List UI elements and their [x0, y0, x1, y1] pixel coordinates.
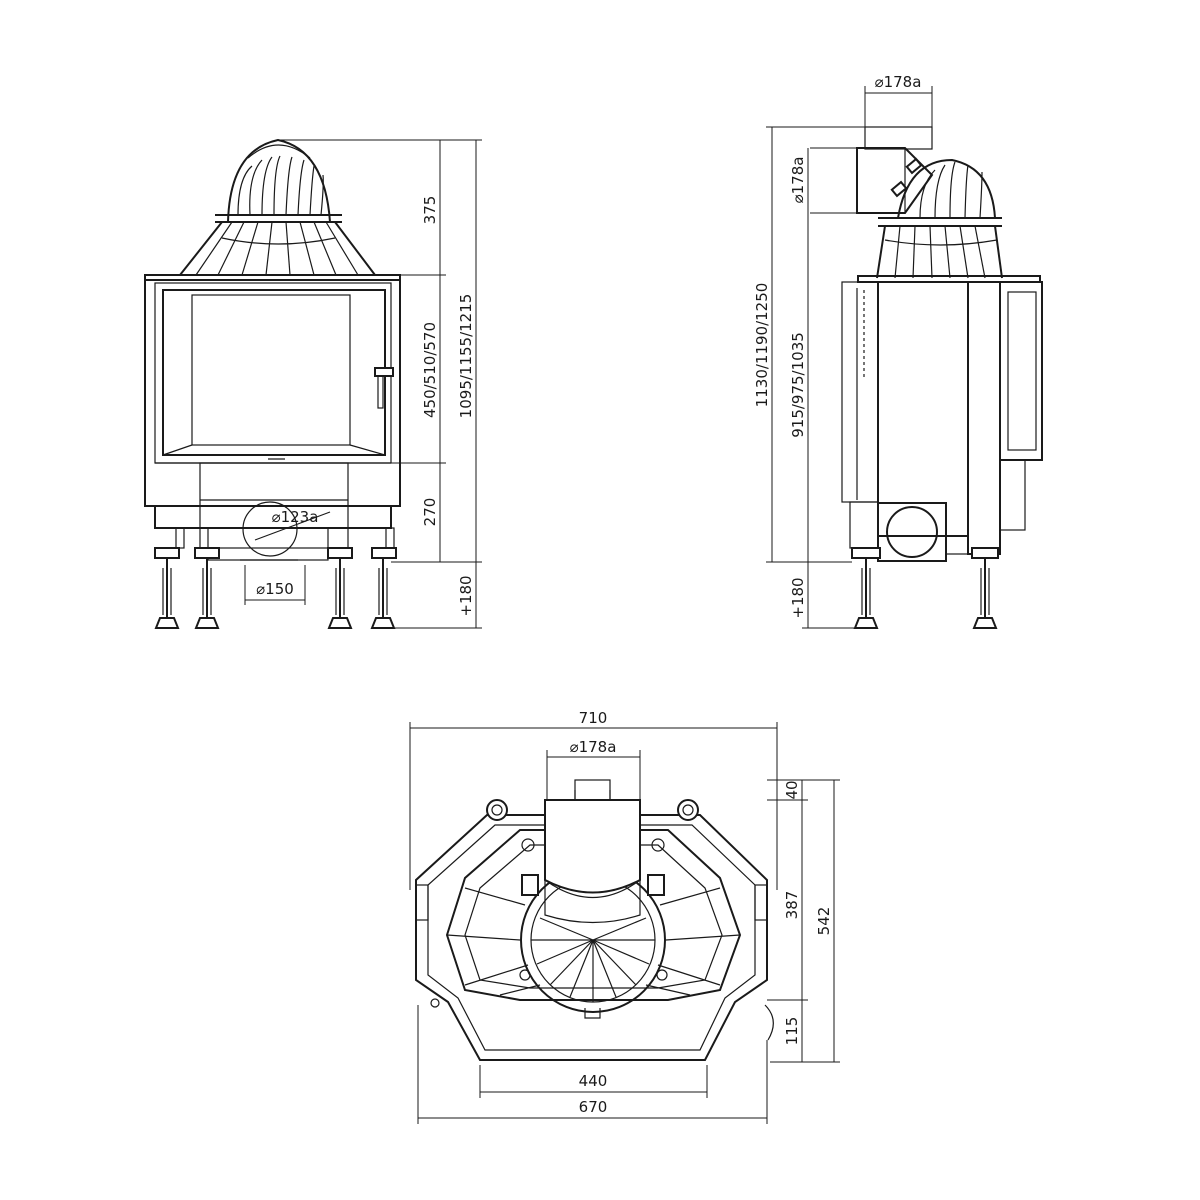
top-flue-duct	[521, 779, 665, 924]
front-dim-outlet: ⌀150	[256, 580, 294, 598]
top-dim-width-top: 710	[579, 709, 608, 727]
front-legs	[154, 527, 397, 629]
front-body	[144, 274, 401, 629]
front-bottom-flue	[242, 501, 298, 557]
top-dim-offset-top: 40	[783, 780, 801, 799]
top-dim-flue: ⌀178a	[570, 738, 617, 756]
top-dim-mid-depth: 387	[783, 891, 801, 920]
side-body	[841, 275, 1043, 629]
side-view: ⌀178a ⌀178a 1130/1190/1250 915/975/1035 …	[753, 73, 1043, 629]
front-dim-dome-height: 375	[421, 196, 439, 225]
side-dome	[876, 158, 1003, 279]
top-dimensions: 710 ⌀178a 440 670 40 387 115 542	[409, 709, 840, 1124]
side-dim-legs: +180	[789, 577, 807, 618]
top-dim-inner-width: 440	[579, 1072, 608, 1090]
front-dim-legs: +180	[457, 575, 475, 616]
top-dim-total-depth: 542	[815, 907, 833, 936]
side-top-flue	[856, 126, 934, 214]
top-outer-frame	[415, 814, 768, 1061]
front-dim-flue-bottom: ⌀123a	[272, 508, 319, 526]
side-dim-flue-height: 915/975/1035	[789, 332, 807, 438]
front-view: 375 450/510/570 270 1095/1155/1215 +180 …	[144, 138, 482, 629]
front-dim-base-height: 270	[421, 498, 439, 527]
top-dim-bottom-width: 670	[579, 1098, 608, 1116]
door-handle	[374, 367, 394, 377]
front-dimensions: 375 450/510/570 270 1095/1155/1215 +180 …	[244, 139, 482, 629]
top-bolts	[430, 799, 699, 1019]
side-dim-total-height: 1130/1190/1250	[753, 283, 771, 408]
side-dimensions: ⌀178a ⌀178a 1130/1190/1250 915/975/1035 …	[753, 73, 933, 629]
side-dim-top-flue: ⌀178a	[875, 73, 922, 91]
front-dim-total-height: 1095/1155/1215	[457, 294, 475, 419]
side-dim-rear-flue: ⌀178a	[789, 157, 807, 204]
side-legs	[851, 547, 999, 629]
front-dome	[179, 138, 376, 276]
top-dim-front-depth: 115	[783, 1017, 801, 1046]
front-dim-door-height: 450/510/570	[421, 322, 439, 418]
side-rear-flue	[886, 506, 938, 558]
top-radial-fins	[531, 917, 655, 1002]
top-view: 710 ⌀178a 440 670 40 387 115 542	[409, 709, 840, 1124]
